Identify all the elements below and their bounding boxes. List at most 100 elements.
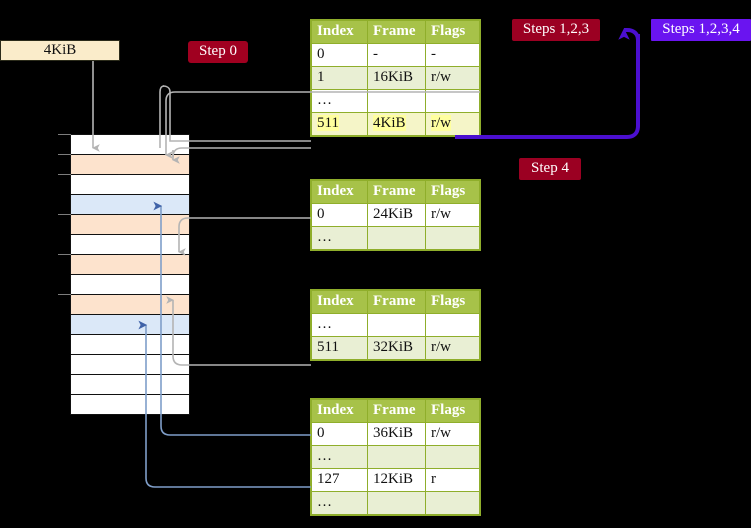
cell-index: 511 [311,112,368,136]
cell-frame: 24KiB [367,203,426,227]
memory-row [70,394,190,415]
cell-flags [425,313,480,337]
table-row[interactable]: 511 32KiB r/w [311,336,480,360]
memory-tick [58,214,71,215]
col-header-flags: Flags [425,20,480,44]
table-header-row: Index Frame Flags [311,20,480,44]
table-row[interactable]: … [311,445,480,469]
kib-box: 4KiB [0,40,120,61]
cell-flags: r/w [425,203,480,227]
memory-row [70,354,190,375]
cell-frame [367,445,426,469]
cell-flags [425,226,480,250]
cell-frame [367,313,426,337]
cell-index: 0 [311,422,368,446]
cell-index: 127 [311,468,368,492]
memory-tick [58,154,71,155]
table-row[interactable]: 0 - - [311,43,480,67]
table-header-row: Index Frame Flags [311,399,480,423]
col-header-frame: Frame [367,399,426,423]
table-row[interactable]: … [311,89,480,113]
cell-frame: - [367,43,426,67]
cell-index: … [311,491,368,515]
col-header-flags: Flags [425,180,480,204]
memory-row [70,254,190,275]
table-row[interactable]: … [311,226,480,250]
cell-flags: r/w [425,336,480,360]
cell-index: 511 [311,336,368,360]
cell-index: … [311,89,368,113]
cell-flags: r/w [425,112,480,136]
cell-index: 0 [311,43,368,67]
table-row[interactable]: 1 16KiB r/w [311,66,480,90]
cell-flags [425,491,480,515]
col-header-index: Index [311,180,368,204]
memory-row [70,334,190,355]
col-header-flags: Flags [425,290,480,314]
memory-tick [58,254,71,255]
cell-flags: r/w [425,422,480,446]
badge-step-0: Step 0 [188,41,248,63]
arrow-pdpt-to-memory [178,217,311,256]
cell-frame: 36KiB [367,422,426,446]
cell-frame: 16KiB [367,66,426,90]
cell-index: … [311,445,368,469]
table-row[interactable]: 0 36KiB r/w [311,422,480,446]
col-header-frame: Frame [367,20,426,44]
cell-index: 0 [311,203,368,227]
cell-index: … [311,226,368,250]
cell-flags: - [425,43,480,67]
physical-memory-column [70,134,190,416]
cell-frame [367,491,426,515]
arrow-memory-loop-1 [172,147,311,164]
table-row[interactable]: … [311,313,480,337]
cell-frame: 32KiB [367,336,426,360]
cell-frame [367,226,426,250]
table-row-highlighted[interactable]: 511 4KiB r/w [311,112,480,136]
page-table-pt: Index Frame Flags 0 36KiB r/w … 127 12Ki… [311,399,480,515]
arrow-pd-to-memory [166,296,311,366]
memory-row [70,194,190,215]
cell-frame: 12KiB [367,468,426,492]
table-row[interactable]: … [311,491,480,515]
page-table-pdpt: Index Frame Flags 0 24KiB r/w … [311,180,480,250]
table-row[interactable]: 0 24KiB r/w [311,203,480,227]
memory-row [70,214,190,235]
col-header-index: Index [311,20,368,44]
memory-row [70,174,190,195]
cell-flags [425,89,480,113]
cell-frame [367,89,426,113]
cell-index: 1 [311,66,368,90]
memory-row [70,134,190,155]
memory-row [70,294,190,315]
badge-step-4: Step 4 [519,158,581,180]
cell-index-text: 511 [317,115,339,131]
cell-flags: r [425,468,480,492]
cell-flags-text: r/w [431,115,451,131]
table-header-row: Index Frame Flags [311,180,480,204]
page-table-pml4: Index Frame Flags 0 - - 1 16KiB r/w … [311,20,480,136]
cell-flags: r/w [425,66,480,90]
col-header-index: Index [311,290,368,314]
memory-row [70,274,190,295]
col-header-frame: Frame [367,290,426,314]
col-header-index: Index [311,399,368,423]
memory-row [70,314,190,335]
cell-frame: 4KiB [367,112,426,136]
page-table-pd: Index Frame Flags … 511 32KiB r/w [311,290,480,360]
table-row[interactable]: 127 12KiB r [311,468,480,492]
col-header-frame: Frame [367,180,426,204]
memory-row [70,154,190,175]
cell-frame-text: 4KiB [373,115,406,131]
col-header-flags: Flags [425,399,480,423]
memory-row [70,374,190,395]
table-header-row: Index Frame Flags [311,290,480,314]
memory-tick [58,174,71,175]
arrow-steps-1234-bracket [455,28,640,139]
badge-steps-1234: Steps 1,2,3,4 [651,19,751,41]
memory-row [70,234,190,255]
memory-tick [58,294,71,295]
cell-index: … [311,313,368,337]
memory-tick [58,134,71,135]
